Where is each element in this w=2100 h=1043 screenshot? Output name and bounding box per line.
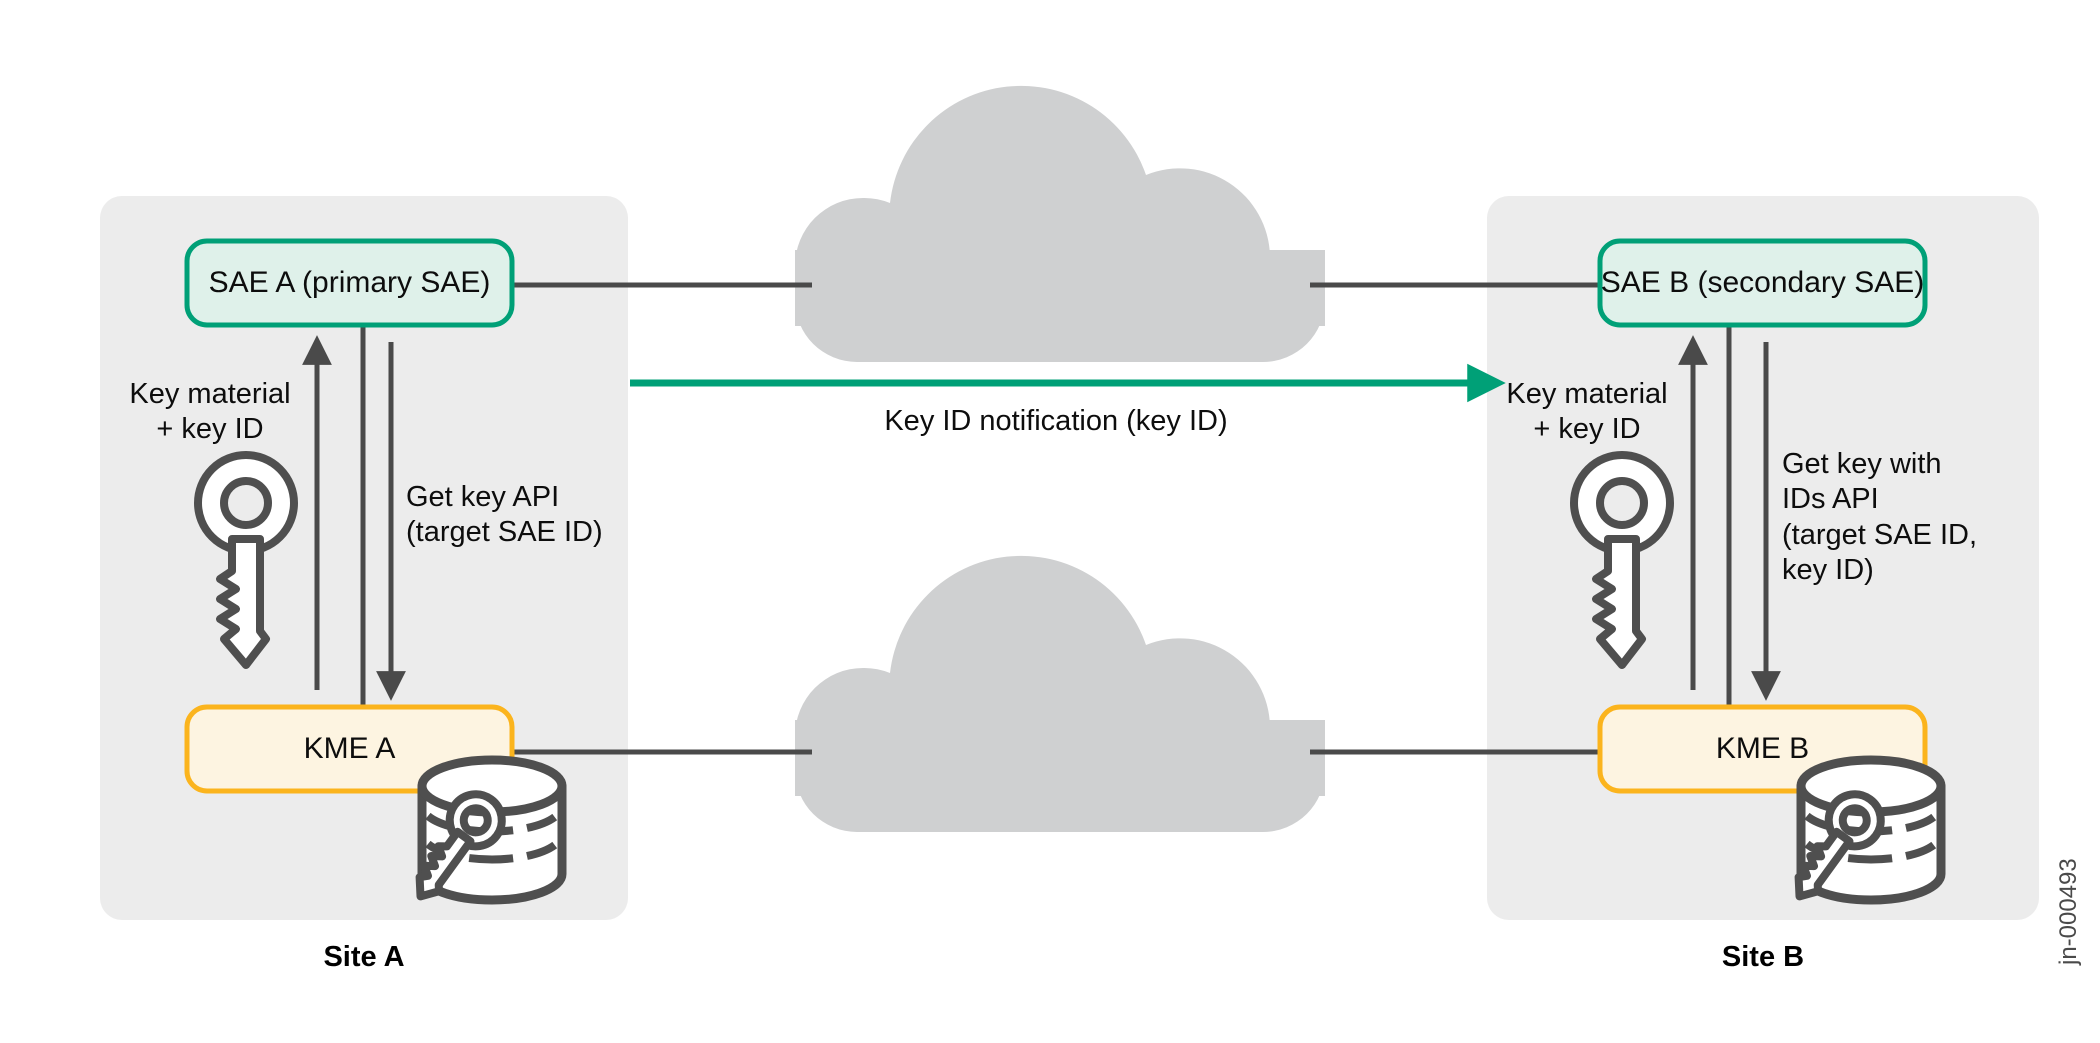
site-a-key-material-label: Key material + key ID [129, 378, 291, 446]
key-id-notification-label: Key ID notification (key ID) [884, 405, 1228, 437]
cloud-kme-link [795, 555, 1326, 832]
key-database-icon [415, 755, 567, 905]
key-database-icon [1794, 755, 1946, 905]
cloud-sae-link [795, 85, 1326, 362]
sae-b-box [1597, 238, 1928, 328]
key-icon [1570, 451, 1674, 669]
site-a-caption: Site A [323, 941, 405, 973]
site-b-key-material-label: Key material + key ID [1506, 378, 1668, 446]
site-b-get-key-with-ids-api-label: Get key with IDs API (target SAE ID, key… [1782, 448, 1978, 587]
key-icon [194, 451, 298, 669]
site-a-get-key-api-label: Get key API (target SAE ID) [406, 481, 603, 549]
sae-a-box [184, 238, 515, 328]
site-b-caption: Site B [1721, 941, 1805, 973]
figure-id-label: jn-000493 [2055, 858, 2082, 965]
